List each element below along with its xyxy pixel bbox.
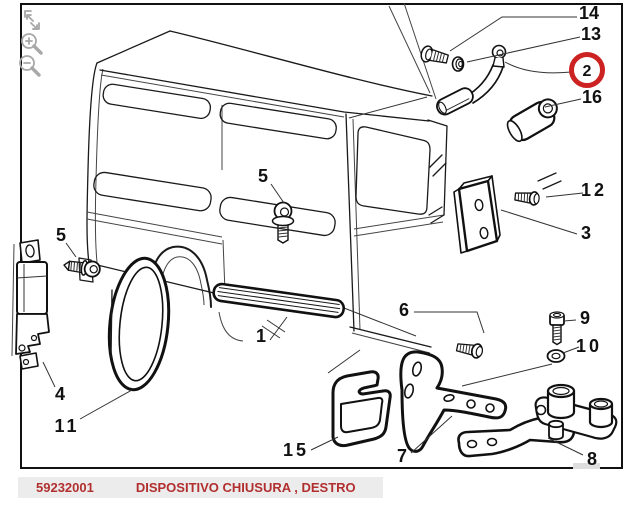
part-label-6[interactable]: 6 (399, 300, 409, 320)
part-7-bracket-drawing (399, 350, 508, 453)
part-label-1[interactable]: 1 (256, 326, 266, 346)
part-12-screw-drawing (514, 172, 562, 206)
part-2-door-handle-drawing (436, 44, 507, 116)
zoom-out-icon[interactable] (19, 55, 41, 77)
caption-bar: 59232001 DISPOSITIVO CHIUSURA , DESTRO (18, 477, 383, 498)
corner-artifact (573, 463, 600, 469)
part-code: 59232001 (36, 480, 94, 495)
part-label-5-left[interactable]: 5 (56, 225, 66, 245)
part-1-sill-step-drawing (212, 282, 345, 319)
part-5-screw-middle-drawing (271, 201, 295, 244)
part-11-oval-gasket-drawing (107, 256, 171, 392)
highlight-ring (569, 52, 605, 88)
part-label-12[interactable]: 12 (581, 180, 607, 200)
part-label-3[interactable]: 3 (581, 223, 591, 243)
location-pointer-lines (261, 96, 553, 387)
part-label-15[interactable]: 15 (283, 440, 309, 460)
part-13-grommet-drawing (451, 56, 465, 72)
part-14-bolt-drawing (420, 45, 449, 64)
part-label-10[interactable]: 10 (576, 336, 602, 356)
part-5-screw-left-drawing (63, 260, 101, 278)
part-label-13[interactable]: 13 (581, 24, 601, 44)
part-label-11[interactable]: 11 (54, 416, 79, 436)
part-6-screw-drawing (455, 343, 484, 359)
part-10-washer-drawing (546, 349, 566, 363)
part-15-hook-bracket-drawing (331, 370, 392, 448)
leader-lines (42, 16, 584, 456)
zoom-in-icon[interactable] (21, 33, 43, 55)
part-label-16[interactable]: 16 (582, 87, 602, 107)
part-4-lock-assembly-drawing (11, 239, 50, 370)
part-label-5-middle[interactable]: 5 (258, 166, 268, 186)
part-16-lock-cylinder-drawing (506, 98, 558, 143)
part-9-bolt-drawing (549, 311, 565, 346)
part-label-7[interactable]: 7 (397, 446, 407, 466)
part-8-roller-arm-drawing (457, 383, 618, 458)
part-label-8[interactable]: 8 (587, 449, 597, 469)
diagram-frame (20, 3, 623, 469)
van-body-drawing (78, 2, 448, 354)
part-label-14[interactable]: 14 (579, 3, 599, 23)
part-label-2-highlighted[interactable]: 2 (583, 63, 592, 80)
part-label-4[interactable]: 4 (55, 384, 65, 404)
part-3-striker-block-drawing (453, 175, 501, 254)
part-description: DISPOSITIVO CHIUSURA , DESTRO (135, 480, 356, 495)
fit-to-view-icon[interactable] (24, 10, 40, 30)
part-label-9[interactable]: 9 (580, 308, 590, 328)
diagram-toolbar (19, 10, 43, 77)
